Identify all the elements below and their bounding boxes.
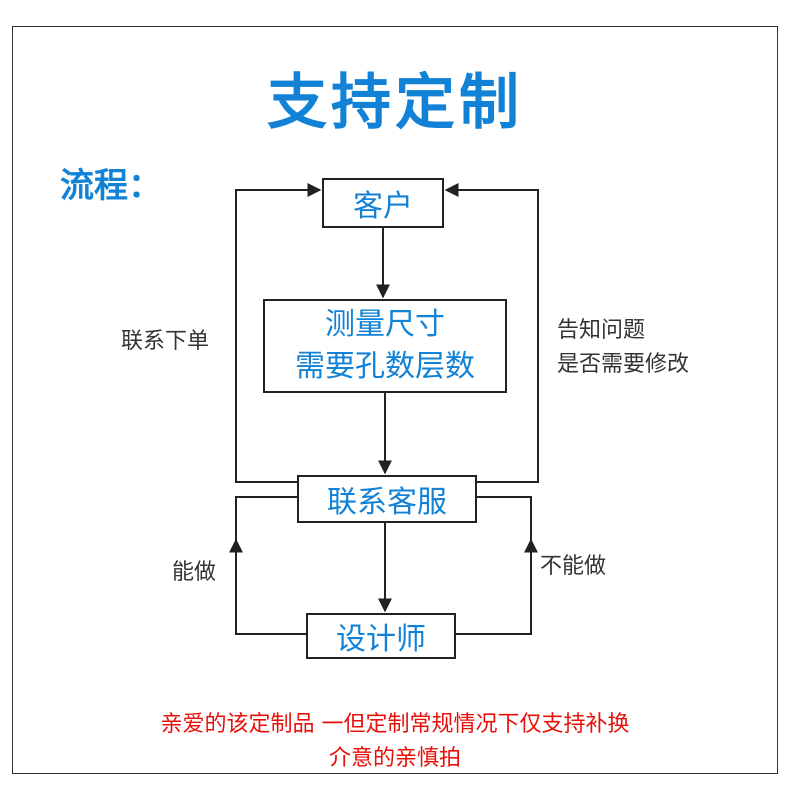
edge-label-cannot: 不能做 [540, 554, 607, 579]
page-title: 支持定制 [267, 68, 523, 138]
process-label: 流程： [60, 166, 162, 206]
node-designer-label: 设计师 [336, 622, 426, 657]
node-customer-label: 客户 [353, 189, 413, 224]
arrow-order-loop [235, 183, 322, 483]
notice-line1: 亲爱的该定制品 一但定制常规情况下仅支持补换 [160, 712, 630, 737]
edge-label-notify-line1: 告知问题 [557, 318, 646, 343]
notice-line2: 介意的亲慎拍 [328, 746, 461, 771]
node-measure: 测量尺寸 需要孔数层数 [263, 299, 507, 393]
node-service-label: 联系客服 [327, 485, 447, 520]
arrow-notify-loop [444, 183, 539, 483]
edge-label-order: 联系下单 [121, 329, 210, 354]
node-service: 联系客服 [297, 475, 477, 523]
edge-label-notify: 告知问题 是否需要修改 [557, 314, 689, 382]
edge-label-can: 能做 [172, 560, 217, 585]
node-measure-line2: 需要孔数层数 [295, 349, 475, 384]
outer-frame [12, 26, 778, 774]
node-measure-line1: 测量尺寸 [325, 307, 445, 342]
arrow-can-loop [235, 496, 306, 635]
node-designer: 设计师 [306, 613, 456, 659]
node-customer: 客户 [322, 178, 444, 228]
arrow-cannot-loop [456, 496, 532, 635]
edge-label-notify-line2: 是否需要修改 [557, 352, 690, 377]
